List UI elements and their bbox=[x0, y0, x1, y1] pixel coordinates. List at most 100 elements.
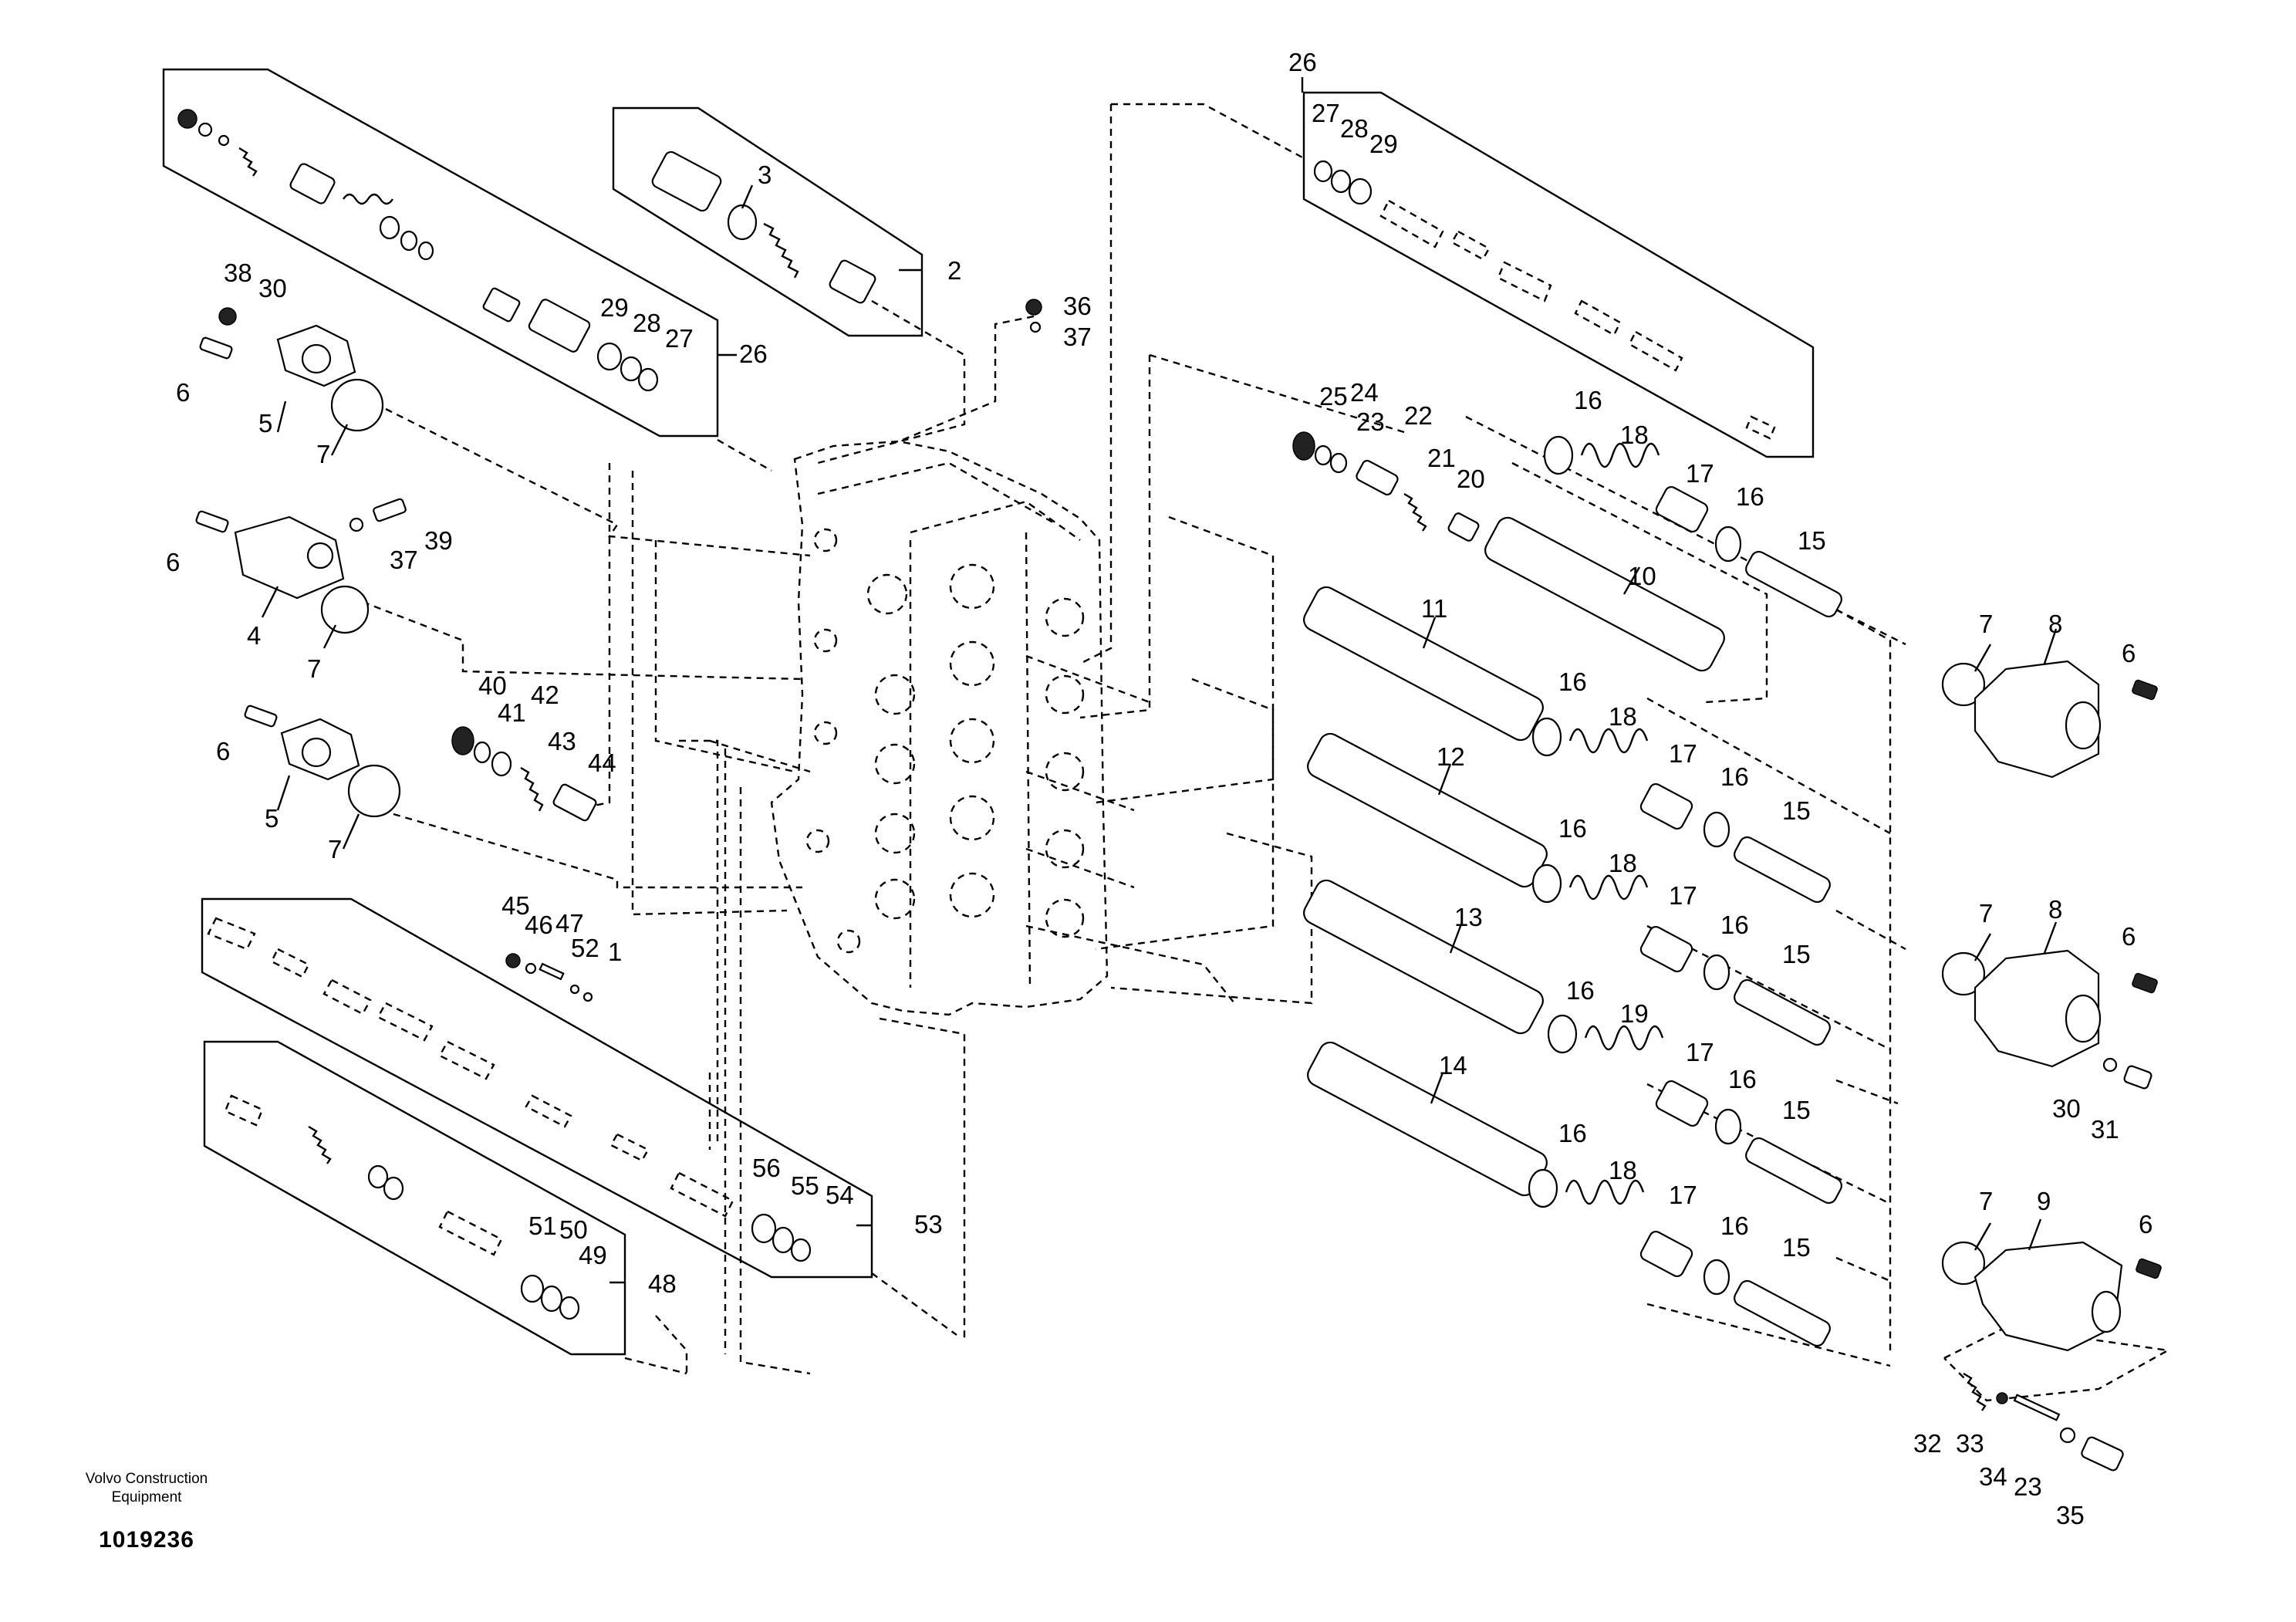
label-16a: 16 bbox=[1574, 386, 1602, 414]
label-41: 41 bbox=[498, 698, 526, 727]
maker-name-line-2: Equipment bbox=[111, 1489, 182, 1505]
kit-outline-35-plug bbox=[1943, 1326, 2171, 1402]
parts-20-25 bbox=[1292, 431, 1480, 542]
label-45: 45 bbox=[501, 891, 530, 920]
spool-10 bbox=[1484, 516, 1725, 672]
spring-group-5 bbox=[1528, 1168, 1831, 1347]
label-2: 2 bbox=[947, 256, 961, 285]
label-28b: 28 bbox=[1340, 114, 1369, 143]
label-39: 39 bbox=[424, 526, 453, 555]
label-16c: 16 bbox=[1558, 667, 1587, 696]
label-17a: 17 bbox=[1686, 459, 1714, 488]
label-11: 11 bbox=[1421, 594, 1447, 623]
label-6f: 6 bbox=[2139, 1210, 2152, 1238]
label-7d: 7 bbox=[1979, 610, 1993, 638]
label-15b: 15 bbox=[1782, 796, 1811, 825]
label-31: 31 bbox=[2091, 1115, 2119, 1144]
label-30a: 30 bbox=[258, 274, 287, 302]
label-16i: 16 bbox=[1558, 1119, 1587, 1147]
kit-53-parts bbox=[207, 917, 812, 1262]
left-flange-group-4 bbox=[195, 498, 407, 634]
label-4: 4 bbox=[247, 621, 261, 650]
parts-32-35 bbox=[1963, 1372, 2124, 1472]
spring-group-4 bbox=[1547, 1014, 1842, 1205]
label-38: 38 bbox=[224, 259, 252, 287]
label-6a: 6 bbox=[176, 378, 190, 407]
kit-outline-26-left bbox=[162, 68, 719, 438]
label-28a: 28 bbox=[633, 309, 661, 337]
label-5a: 5 bbox=[258, 409, 272, 438]
label-53: 53 bbox=[914, 1210, 943, 1238]
label-17e: 17 bbox=[1669, 1181, 1697, 1209]
left-flange-group-2 bbox=[244, 705, 401, 818]
label-3: 3 bbox=[758, 161, 772, 189]
label-15a: 15 bbox=[1798, 526, 1826, 555]
maker-name-line-1: Volvo Construction bbox=[85, 1471, 208, 1487]
label-17b: 17 bbox=[1669, 739, 1697, 768]
right-cover-9 bbox=[1941, 1241, 2162, 1352]
label-7b: 7 bbox=[307, 654, 321, 683]
right-cover-8-mid bbox=[1941, 949, 2158, 1090]
spool-14 bbox=[1307, 1041, 1548, 1197]
kit-2-parts bbox=[651, 150, 876, 304]
spool-11 bbox=[1303, 586, 1544, 742]
label-17d: 17 bbox=[1686, 1038, 1714, 1066]
label-16h: 16 bbox=[1728, 1065, 1757, 1093]
right-cover-8-top bbox=[1941, 660, 2158, 779]
label-16e: 16 bbox=[1558, 814, 1587, 843]
label-18d: 18 bbox=[1609, 1156, 1637, 1184]
footer-branding: Volvo Construction Equipment 1019236 bbox=[46, 1470, 247, 1553]
control-valve-body bbox=[770, 440, 1109, 1016]
kit-outline-48 bbox=[203, 1040, 626, 1356]
label-9: 9 bbox=[2037, 1187, 2051, 1215]
label-25: 25 bbox=[1319, 382, 1348, 411]
label-40: 40 bbox=[478, 671, 507, 700]
label-16j: 16 bbox=[1720, 1211, 1749, 1240]
label-32: 32 bbox=[1913, 1429, 1942, 1458]
label-22: 22 bbox=[1404, 401, 1433, 430]
label-46: 46 bbox=[525, 911, 553, 939]
assembly-dashed-lines bbox=[362, 103, 1906, 1375]
left-flange-group-1 bbox=[199, 307, 384, 432]
label-55: 55 bbox=[791, 1171, 819, 1200]
kit-outline-53 bbox=[201, 897, 873, 1279]
label-37b: 37 bbox=[390, 546, 418, 574]
label-23b: 23 bbox=[2014, 1472, 2042, 1501]
label-44: 44 bbox=[588, 748, 616, 777]
label-16f: 16 bbox=[1720, 911, 1749, 939]
label-18b: 18 bbox=[1609, 702, 1637, 731]
label-7e: 7 bbox=[1979, 899, 1993, 928]
label-51: 51 bbox=[528, 1211, 557, 1240]
label-52: 52 bbox=[571, 934, 599, 962]
label-5b: 5 bbox=[265, 804, 279, 833]
label-20: 20 bbox=[1457, 465, 1485, 493]
kit-outline-26-right bbox=[1302, 91, 1815, 458]
label-33: 33 bbox=[1956, 1429, 1984, 1458]
parts-36-37 bbox=[1025, 299, 1042, 333]
label-7c: 7 bbox=[328, 835, 342, 863]
label-27a: 27 bbox=[665, 324, 694, 353]
label-26a: 26 bbox=[739, 340, 768, 368]
label-8a: 8 bbox=[2048, 610, 2062, 638]
label-37a: 37 bbox=[1063, 323, 1092, 351]
label-6e: 6 bbox=[2122, 922, 2136, 951]
label-49: 49 bbox=[579, 1241, 607, 1269]
spring-group-1 bbox=[1543, 435, 1842, 618]
label-15c: 15 bbox=[1782, 940, 1811, 968]
label-42: 42 bbox=[531, 681, 559, 709]
parts-45-52-1 bbox=[505, 953, 593, 1002]
label-43: 43 bbox=[548, 727, 576, 755]
label-29b: 29 bbox=[1369, 130, 1398, 158]
parts-40-44 bbox=[451, 726, 597, 822]
label-27b: 27 bbox=[1312, 99, 1340, 127]
label-12: 12 bbox=[1437, 742, 1465, 771]
label-23a: 23 bbox=[1356, 407, 1385, 436]
spool-13 bbox=[1303, 879, 1544, 1035]
label-24: 24 bbox=[1350, 378, 1379, 407]
callout-leaders bbox=[261, 77, 2058, 1284]
label-8b: 8 bbox=[2048, 895, 2062, 924]
spring-group-2 bbox=[1531, 717, 1831, 904]
label-6b: 6 bbox=[166, 548, 180, 576]
label-17c: 17 bbox=[1669, 881, 1697, 910]
